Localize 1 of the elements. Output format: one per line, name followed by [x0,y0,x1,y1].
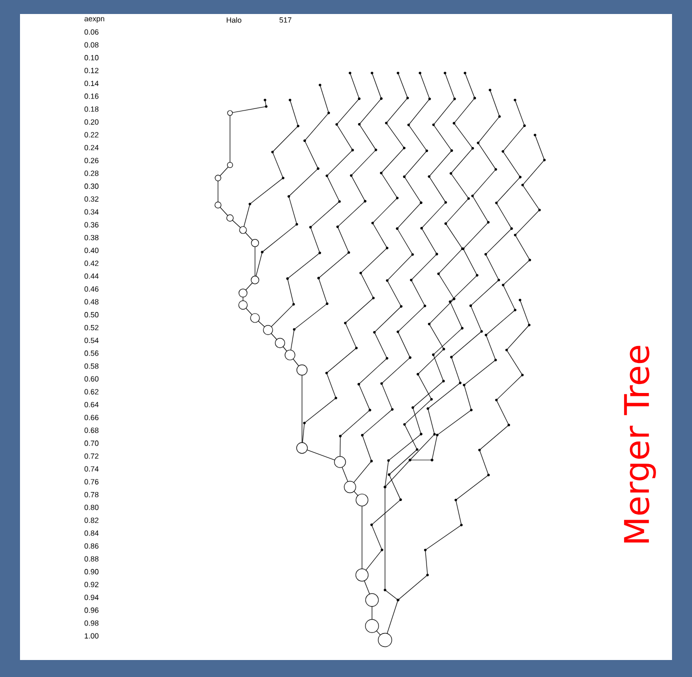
title: Merger Tree [624,346,656,543]
